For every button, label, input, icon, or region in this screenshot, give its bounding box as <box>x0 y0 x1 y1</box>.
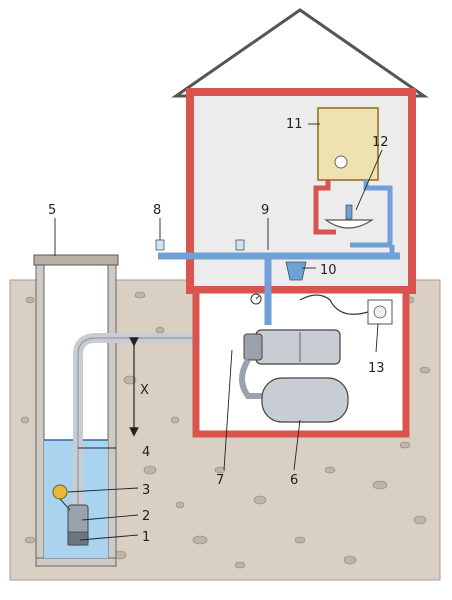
cold-water-supply-to-heater <box>350 180 393 248</box>
pressure-tank-connector <box>239 358 262 399</box>
filter-10 <box>285 261 307 281</box>
label-8: 8 <box>153 203 161 218</box>
pressure-tank <box>261 377 349 423</box>
hot-water-pipe <box>313 180 336 235</box>
label-11: 11 <box>286 117 303 132</box>
label-10: 10 <box>320 263 337 278</box>
label-1: 1 <box>142 530 150 545</box>
sink-basin <box>324 219 374 229</box>
label-13: 13 <box>368 361 385 376</box>
label-5: 5 <box>48 203 56 218</box>
leader-lines <box>54 123 383 541</box>
label-4: 4 <box>142 445 150 460</box>
pump-intake-mesh <box>67 531 89 546</box>
well-wall-left <box>35 261 45 567</box>
riser-pipe-outline <box>77 337 240 510</box>
well-bottom <box>35 557 117 567</box>
well-cap <box>33 254 119 266</box>
label-12: 12 <box>372 135 389 150</box>
label-9: 9 <box>261 203 269 218</box>
float-switch <box>52 484 68 500</box>
label-3: 3 <box>142 483 150 498</box>
pump-head <box>243 333 263 361</box>
water-heater <box>317 107 379 181</box>
water-heater-gauge <box>334 155 348 169</box>
label-2: 2 <box>142 509 150 524</box>
pump-motor <box>255 329 341 365</box>
label-x: X <box>140 383 149 398</box>
float-cable <box>59 498 71 511</box>
well-wall-right <box>107 261 117 567</box>
power-cable <box>299 294 369 315</box>
gauge-needle <box>255 295 260 300</box>
sink-faucet <box>345 204 353 220</box>
tap-cup-2 <box>235 239 245 251</box>
house-roof <box>171 8 429 98</box>
label-7: 7 <box>216 473 224 488</box>
tap-cup-1 <box>155 239 165 251</box>
outlet-socket <box>373 305 387 319</box>
label-6: 6 <box>290 473 298 488</box>
